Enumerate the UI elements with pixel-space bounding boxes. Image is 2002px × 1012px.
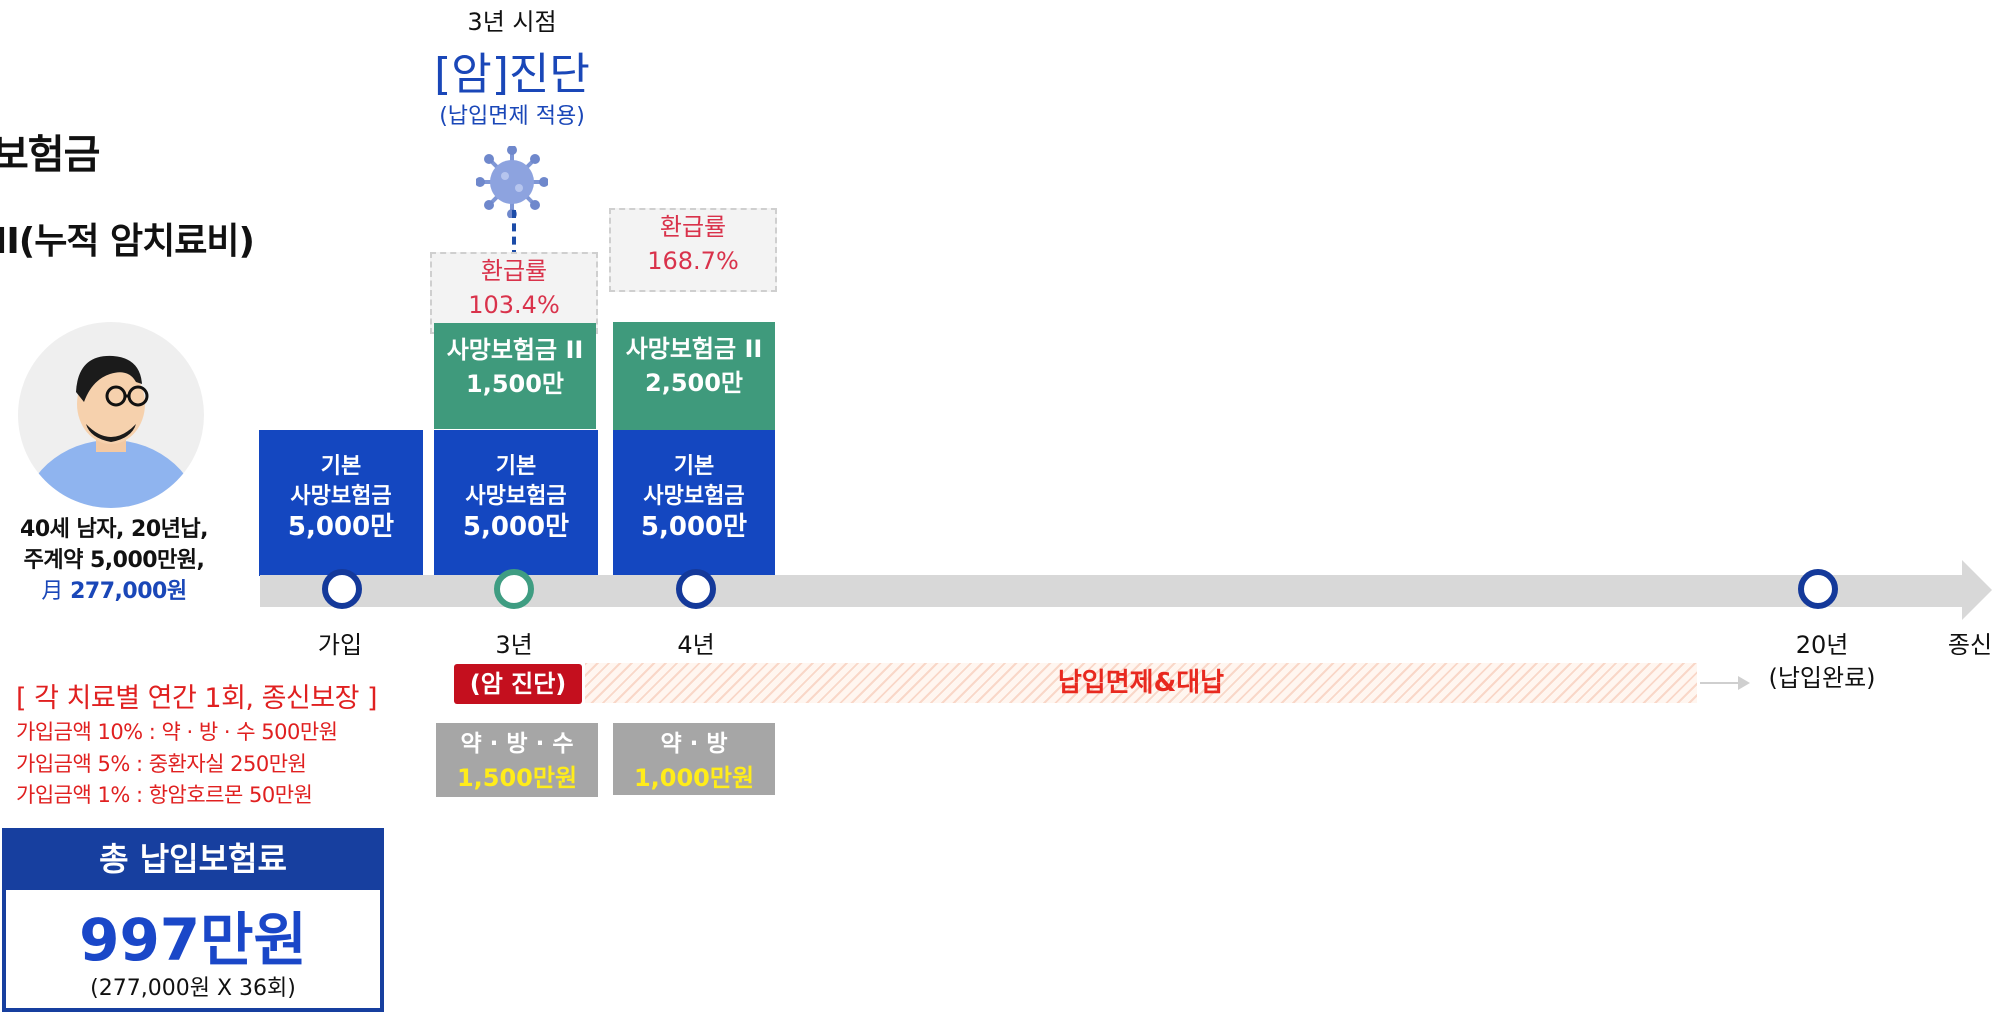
total-premium-detail: (277,000원 X 36회) [90, 976, 296, 1001]
timeline-marker-3y [494, 569, 534, 609]
timeline-marker-4y [676, 569, 716, 609]
person-avatar [18, 322, 204, 508]
refund-box-3y: 환급률 103.4% [430, 252, 598, 334]
extra-title: 사망보험금 II [625, 335, 763, 363]
monthly-premium: 月 277,000원 [0, 576, 228, 607]
person-line-2: 주계약 5,000만원, [23, 548, 205, 573]
timeline-arrow-icon [1962, 560, 1992, 620]
extra-amount: 2,500만 [645, 369, 743, 397]
tick-label-4y: 4년 [677, 631, 715, 659]
tick-label-lifetime: 종신 [1947, 631, 1993, 659]
refund-label: 환급률 [480, 257, 548, 285]
event-note: (납입면제 적용) [439, 104, 585, 129]
coverage-title: [ 각 치료별 연간 1회, 종신보장 ] [16, 683, 378, 714]
basic-l3: 5,000만 [462, 512, 570, 542]
coverage-line-2: 가입금액 5% : 중환자실 250만원 [16, 752, 307, 776]
basic-l1: 기본 [673, 454, 715, 479]
cancer-diagnosis-badge: (암 진단) [454, 664, 582, 704]
treatment-amount: 1,500만원 [456, 764, 578, 792]
exemption-band-label: 납입면제&대납 [1057, 668, 1225, 698]
refund-value: 103.4% [468, 291, 560, 319]
header-line-1: 보험금 [0, 132, 100, 178]
timeline-marker-join [322, 569, 362, 609]
extra-title: 사망보험금 II [446, 336, 584, 364]
basic-death-benefit-join: 기본 사망보험금 5,000만 [259, 430, 423, 576]
refund-box-4y: 환급률 168.7% [609, 208, 777, 292]
person-line-1: 40세 남자, 20년납, [20, 517, 208, 542]
total-premium-amount: 997만원 [79, 906, 307, 974]
event-connector [512, 210, 516, 258]
timeline-bar [260, 575, 1966, 607]
basic-l2: 사망보험금 [643, 484, 745, 509]
event-title: [암]진단 [434, 49, 590, 100]
tick-label-3y: 3년 [495, 631, 533, 659]
refund-label: 환급률 [659, 213, 727, 241]
basic-l1: 기본 [320, 454, 362, 479]
basic-death-benefit-4y: 기본 사망보험금 5,000만 [613, 430, 775, 576]
basic-l2: 사망보험금 [290, 484, 392, 509]
coverage-line-1: 가입금액 10% : 약 · 방 · 수 500만원 [16, 720, 338, 744]
tick-label-join: 가입 [317, 631, 363, 659]
basic-l3: 5,000만 [287, 512, 395, 542]
virus-icon [475, 145, 549, 219]
basic-l2: 사망보험금 [465, 484, 567, 509]
treatment-box-3y: 약 · 방 · 수 1,500만원 [436, 723, 598, 797]
band-arrow-line [1700, 682, 1740, 684]
extra-amount: 1,500만 [466, 370, 564, 398]
event-time: 3년 시점 [467, 8, 557, 36]
basic-death-benefit-3y: 기본 사망보험금 5,000만 [434, 430, 598, 576]
exemption-band [585, 663, 1697, 703]
treatment-type: 약 · 방 [660, 731, 728, 757]
monthly-prefix: 月 [41, 579, 63, 604]
total-premium-title: 총 납입보험료 [2, 828, 384, 890]
treatment-box-4y: 약 · 방 1,000만원 [613, 723, 775, 795]
timeline-marker-20y [1798, 569, 1838, 609]
treatment-amount: 1,000만원 [633, 764, 755, 792]
man-with-glasses-icon [22, 355, 200, 508]
refund-value: 168.7% [647, 247, 739, 275]
tick-sub-20y: (납입완료) [1768, 664, 1876, 692]
monthly-value: 277,000원 [70, 579, 187, 604]
person-info: 40세 남자, 20년납, 주계약 5,000만원, 月 277,000원 [0, 514, 228, 607]
death-benefit-ii-3y: 사망보험금 II 1,500만 [434, 323, 596, 429]
basic-l1: 기본 [495, 454, 537, 479]
tick-label-20y: 20년 [1795, 631, 1849, 659]
coverage-line-3: 가입금액 1% : 항암호르몬 50만원 [16, 783, 313, 807]
treatment-type: 약 · 방 · 수 [460, 731, 574, 757]
header-line-2: II(누적 암치료비) [0, 221, 255, 262]
basic-l3: 5,000만 [640, 512, 748, 542]
band-arrow-icon [1738, 676, 1750, 690]
death-benefit-ii-4y: 사망보험금 II 2,500만 [613, 322, 775, 430]
